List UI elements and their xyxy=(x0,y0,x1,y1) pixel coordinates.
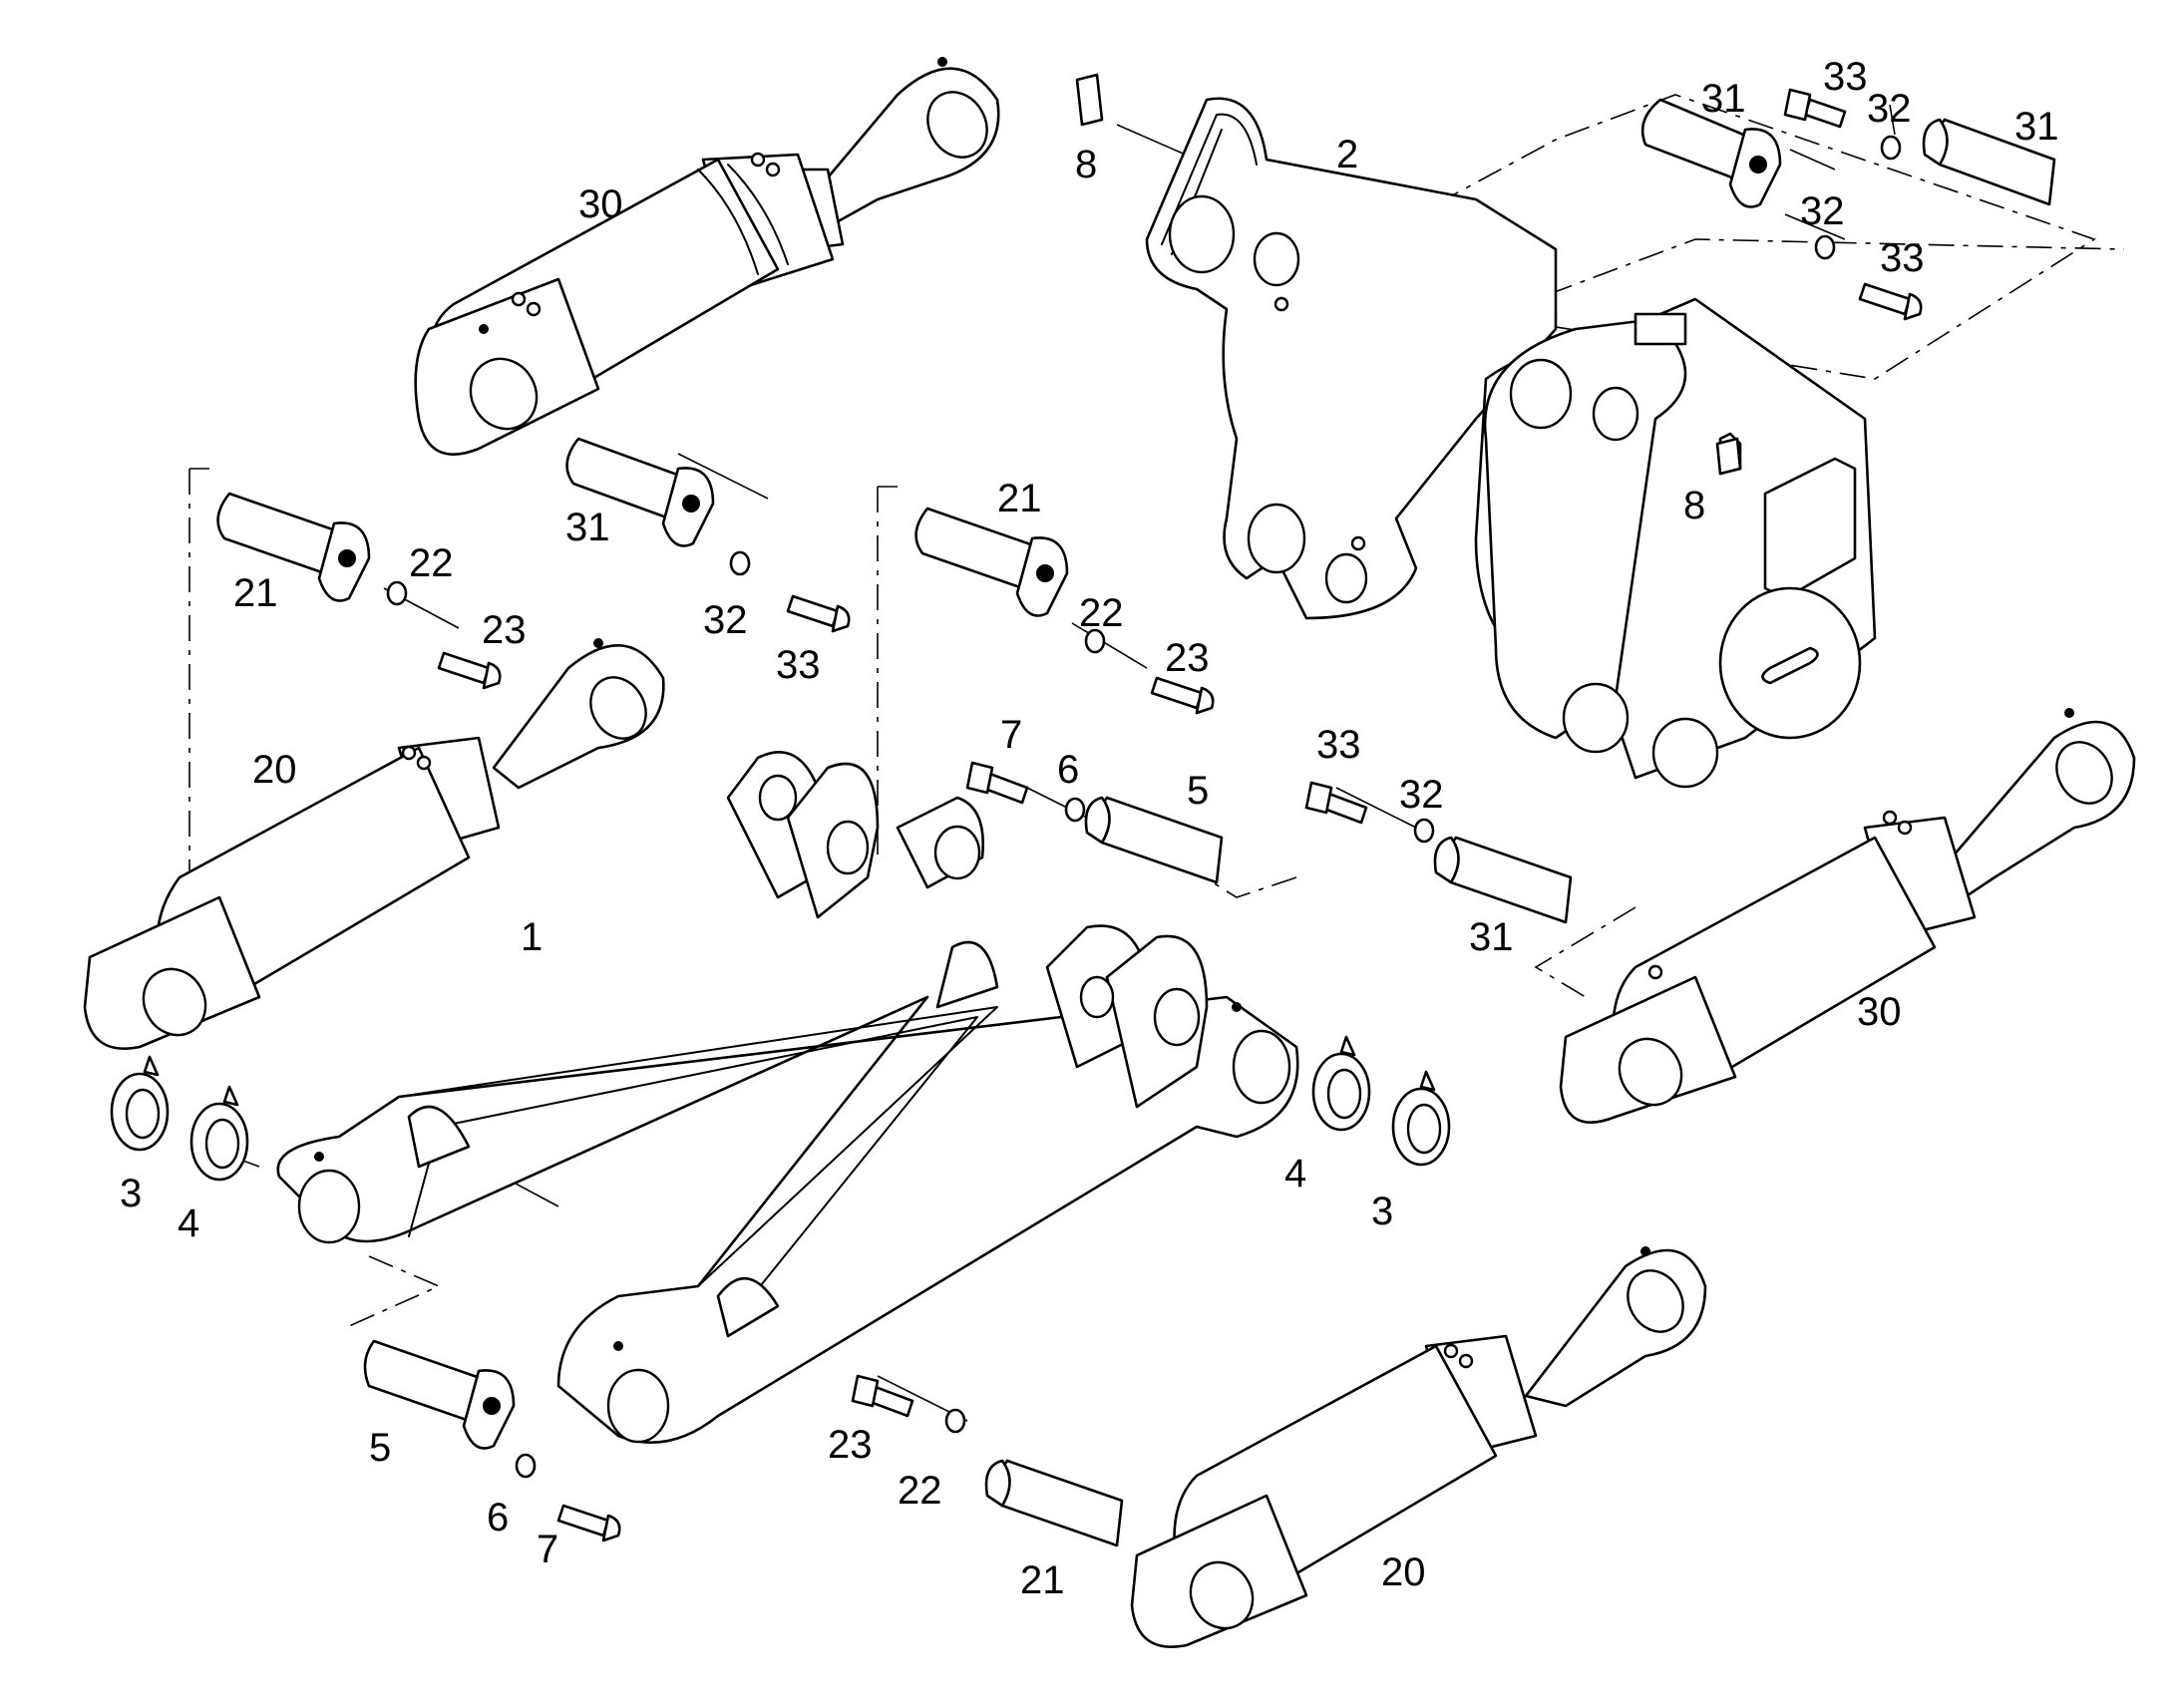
pin-5-center xyxy=(1084,796,1224,884)
callout-2: 2 xyxy=(1336,133,1358,176)
a-frame-link-1 xyxy=(276,751,1299,1444)
callout-33-right: 33 xyxy=(1316,723,1361,767)
callout-32-top-b: 32 xyxy=(1800,189,1845,233)
pin-21-upper-center xyxy=(914,507,1069,617)
callout-labels: 1 2 3 3 4 4 5 5 6 6 7 7 8 8 20 20 21 21 … xyxy=(120,55,2059,1602)
callout-30-right: 30 xyxy=(1857,990,1902,1034)
callout-8-right: 8 xyxy=(1683,484,1705,527)
callout-33-top-b: 33 xyxy=(1880,236,1925,280)
callout-23-upper-center: 23 xyxy=(1165,636,1210,680)
callout-32-upper-center: 32 xyxy=(703,598,748,642)
callout-20-left: 20 xyxy=(252,748,297,792)
pin-21-lower xyxy=(984,1459,1124,1547)
pin-5-lower-left xyxy=(363,1339,516,1450)
callout-4-right: 4 xyxy=(1284,1152,1306,1196)
pin-21-upper-left xyxy=(216,492,371,602)
pins xyxy=(216,98,2056,1547)
callout-22-lower: 22 xyxy=(898,1469,942,1513)
pin-31-upper-center xyxy=(565,437,715,547)
pin-31-top-right-b xyxy=(1922,118,2056,206)
callout-21-lower: 21 xyxy=(1020,1558,1065,1602)
callout-3-right: 3 xyxy=(1371,1190,1393,1233)
callout-21-upper-left: 21 xyxy=(233,571,278,615)
callout-8-top: 8 xyxy=(1075,143,1097,186)
pin-31-top-right-a xyxy=(1640,98,1782,208)
callout-3-left: 3 xyxy=(120,1172,142,1215)
callout-4-left: 4 xyxy=(178,1201,199,1245)
callout-6-center: 6 xyxy=(1057,748,1079,792)
callout-23-lower: 23 xyxy=(828,1423,873,1467)
callout-23-upper-left: 23 xyxy=(482,608,527,652)
hydraulic-cylinder-20-lower xyxy=(1130,1246,1707,1648)
callout-22-upper-center: 22 xyxy=(1079,591,1124,635)
callout-33-top-a: 33 xyxy=(1823,55,1868,99)
callout-30-upper: 30 xyxy=(578,182,623,226)
hydraulic-cylinder-20-left xyxy=(83,638,665,1050)
bolts xyxy=(437,88,1923,1542)
callout-7-center: 7 xyxy=(1000,713,1022,757)
hydraulic-cylinder-30-right xyxy=(1559,708,2136,1124)
callout-20-lower: 20 xyxy=(1381,1550,1426,1594)
callout-6-lower: 6 xyxy=(487,1496,509,1539)
callout-31-upper-center: 31 xyxy=(565,506,610,549)
pin-31-right xyxy=(1433,836,1573,924)
washers xyxy=(110,135,1902,1479)
hydraulic-cylinder-30-upper xyxy=(414,57,1000,456)
callout-31-right: 31 xyxy=(1469,915,1514,959)
callout-5-lower: 5 xyxy=(369,1426,391,1470)
bracket-housing-2 xyxy=(1145,97,1877,789)
callout-31-top-b: 31 xyxy=(2014,105,2059,149)
callout-32-right: 32 xyxy=(1399,773,1444,817)
name-plates-8 xyxy=(1075,73,1742,476)
callout-21-upper-center: 21 xyxy=(997,477,1042,520)
callout-32-top-a: 32 xyxy=(1867,87,1912,131)
callout-31-top-a: 31 xyxy=(1701,77,1746,121)
callout-22-upper-left: 22 xyxy=(409,541,454,585)
callout-7-lower: 7 xyxy=(537,1528,558,1571)
callout-5-center: 5 xyxy=(1187,769,1209,813)
callout-1: 1 xyxy=(521,915,543,959)
callout-33-upper-center: 33 xyxy=(776,643,821,687)
